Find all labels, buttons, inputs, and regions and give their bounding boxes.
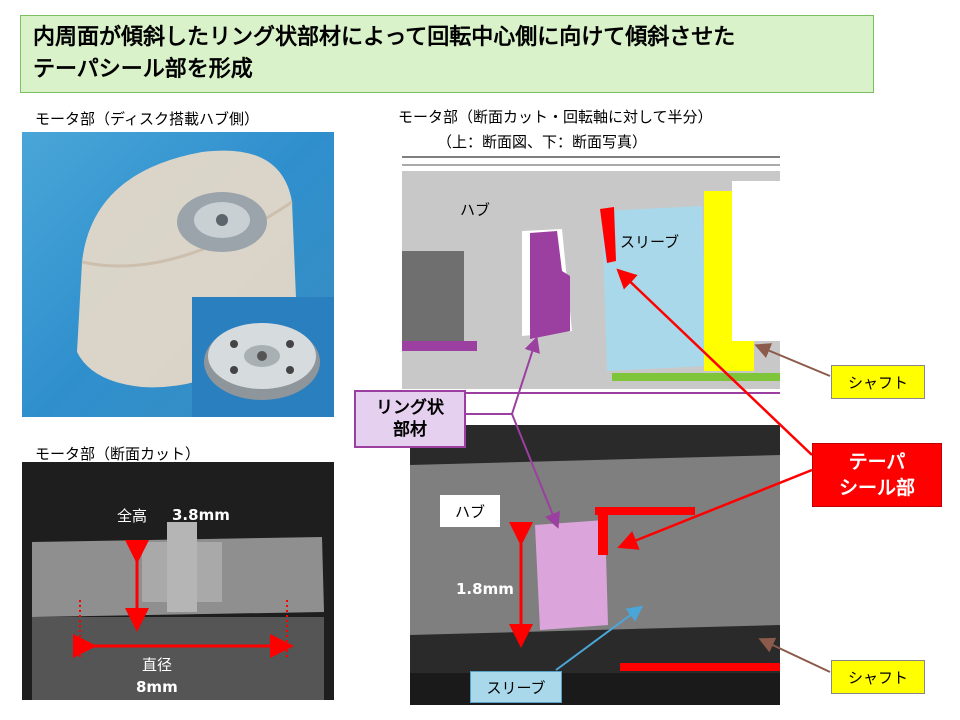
caption-section-photo: モータ部（断面カット）	[35, 445, 201, 463]
ring-member-callout: リング状 部材	[354, 390, 466, 448]
title-line-1: 内周面が傾斜したリング状部材によって回転中心側に向けて傾斜させた	[33, 25, 736, 50]
title-line-2: テーパシール部を形成	[33, 57, 253, 82]
taper-seal-callout: テーパ シール部	[812, 443, 942, 507]
caption-section-1: モータ部（断面カット・回転軸に対して半分）	[398, 108, 713, 126]
closeup-dimension: 1.8mm	[456, 580, 514, 598]
caption-section-2: （上：断面図、下：断面写真）	[437, 133, 648, 151]
section-photo-closeup-drawing	[410, 425, 780, 705]
diameter-value: 8mm	[136, 678, 178, 696]
caption-hub-photo: モータ部（ディスク搭載ハブ側）	[35, 110, 259, 128]
shaft-callout-top: シャフト	[831, 365, 925, 399]
ring-callout-line-1: リング状	[376, 398, 444, 418]
closeup-sleeve-label: スリーブ	[470, 671, 562, 703]
section-diagram-drawing	[402, 151, 780, 399]
section-photo-closeup: ハブ 1.8mm スリーブ	[410, 425, 780, 705]
ring-callout-line-2: 部材	[393, 420, 427, 440]
hub-photo-drawing	[77, 150, 334, 417]
taper-callout-line-2: シール部	[838, 477, 915, 499]
diameter-label: 直径	[142, 656, 173, 674]
total-height-label: 全高	[117, 507, 148, 525]
title-banner: 内周面が傾斜したリング状部材によって回転中心側に向けて傾斜させた テーパシール部…	[20, 15, 874, 93]
shaft-callout-bottom: シャフト	[831, 660, 925, 694]
section-photo-full: 全高 3.8mm 直径 8mm	[22, 462, 334, 700]
taper-callout-line-1: テーパ	[848, 451, 906, 473]
section-photo-full-drawing	[22, 462, 334, 700]
diagram-hub-label: ハブ	[460, 201, 491, 219]
diagram-sleeve-label: スリーブ	[620, 233, 680, 251]
closeup-hub-label: ハブ	[440, 495, 500, 527]
total-height-value: 3.8mm	[172, 506, 230, 524]
section-diagram: ハブ スリーブ	[402, 151, 780, 399]
hub-photo	[22, 132, 334, 417]
